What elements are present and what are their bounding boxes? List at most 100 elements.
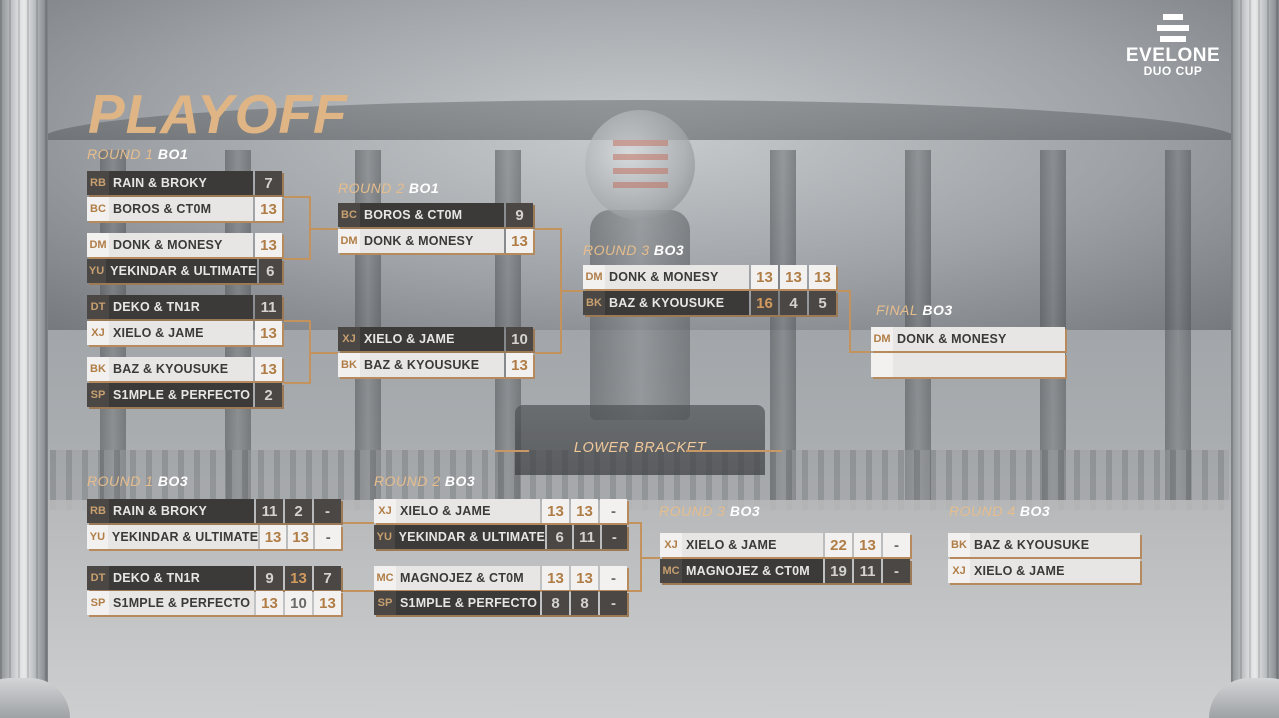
bracket-connector (849, 290, 851, 352)
score: 13 (809, 265, 836, 289)
score: 13 (256, 591, 283, 615)
team-row-empty[interactable] (871, 353, 1065, 377)
team-tag: DM (583, 265, 605, 289)
score: 2 (255, 383, 282, 407)
team-name: YEKINDAR & ULTIMATE (394, 525, 546, 549)
logo-sub: DUO CUP (1143, 64, 1203, 78)
team-name: BAZ & KYOUSUKE (109, 357, 253, 381)
right-pillar (1231, 0, 1279, 718)
team-name: RAIN & BROKY (109, 171, 253, 195)
upper-round3-label: ROUND 3 BO3 (583, 242, 685, 258)
team-row[interactable]: BK BAZ & KYOUSUKE 13 (87, 357, 282, 381)
lower-round4-label: ROUND 4 BO3 (949, 503, 1051, 519)
team-name: DONK & MONESY (360, 229, 504, 253)
bracket-connector (838, 290, 850, 292)
score: 4 (780, 291, 807, 315)
team-row[interactable]: MC MAGNOJEZ & CT0M 19 11 - (660, 559, 910, 583)
team-row[interactable]: XJ XIELO & JAME 13 (87, 321, 282, 345)
bracket-connector (640, 557, 660, 559)
score: 13 (287, 525, 314, 549)
team-row[interactable]: XJ XIELO & JAME 10 (338, 327, 533, 351)
team-row[interactable]: SP S1MPLE & PERFECTO 8 8 - (374, 591, 627, 615)
team-tag: BK (583, 291, 605, 315)
score: 19 (825, 559, 852, 583)
team-row[interactable]: SP S1MPLE & PERFECTO 13 10 13 (87, 591, 341, 615)
team-row[interactable]: XJ XIELO & JAME 22 13 - (660, 533, 910, 557)
team-name: XIELO & JAME (970, 559, 1140, 583)
team-tag: MC (660, 559, 682, 583)
score: 13 (780, 265, 807, 289)
lower-round3-label: ROUND 3 BO3 (659, 503, 761, 519)
team-row[interactable]: XJ XIELO & JAME 13 13 - (374, 499, 627, 523)
score: - (883, 559, 910, 583)
team-row[interactable]: XJ XIELO & JAME (948, 559, 1140, 583)
team-row[interactable]: BK BAZ & KYOUSUKE (948, 533, 1140, 557)
team-tag: SP (374, 591, 396, 615)
score: 13 (255, 357, 282, 381)
score: 13 (571, 499, 598, 523)
bracket-connector (535, 228, 561, 230)
team-name: BAZ & KYOUSUKE (360, 353, 504, 377)
lower-round2-label: ROUND 2 BO3 (374, 473, 476, 489)
bracket-connector (284, 258, 310, 260)
team-row[interactable]: BK BAZ & KYOUSUKE 16 4 5 (583, 291, 836, 315)
team-row[interactable]: MC MAGNOJEZ & CT0M 13 13 - (374, 566, 627, 590)
bracket-connector (535, 352, 561, 354)
score: 9 (506, 203, 533, 227)
team-tag: RB (87, 499, 109, 523)
team-name: DONK & MONESY (109, 233, 253, 257)
team-row[interactable]: BK BAZ & KYOUSUKE 13 (338, 353, 533, 377)
team-tag: BK (338, 353, 360, 377)
score: 13 (506, 353, 533, 377)
left-pillar (0, 0, 48, 718)
team-row[interactable]: RB RAIN & BROKY 11 2 - (87, 499, 341, 523)
team-row[interactable]: DT DEKO & TN1R 9 13 7 (87, 566, 341, 590)
team-name: BOROS & CT0M (109, 197, 253, 221)
team-tag: YU (374, 525, 395, 549)
score: 8 (571, 591, 598, 615)
team-row[interactable]: SP S1MPLE & PERFECTO 2 (87, 383, 282, 407)
team-name: S1MPLE & PERFECTO (109, 591, 254, 615)
score: 13 (314, 591, 341, 615)
team-name: DEKO & TN1R (109, 295, 253, 319)
team-row[interactable]: YU YEKINDAR & ULTIMATE 6 11 - (374, 525, 628, 549)
team-tag: BK (87, 357, 109, 381)
team-name: MAGNOJEZ & CT0M (682, 559, 823, 583)
score: 7 (314, 566, 341, 590)
bracket-connector (629, 590, 641, 592)
page-title: PLAYOFF (88, 83, 348, 145)
score: 13 (854, 533, 881, 557)
bracket-connector (309, 352, 338, 354)
team-tag: RB (87, 171, 109, 195)
score: 2 (285, 499, 312, 523)
team-row[interactable]: DM DONK & MONESY 13 (338, 229, 533, 253)
team-tag: XJ (87, 321, 109, 345)
team-name: S1MPLE & PERFECTO (109, 383, 253, 407)
team-row[interactable]: DM DONK & MONESY 13 13 13 (583, 265, 836, 289)
team-row[interactable]: YU YEKINDAR & ULTIMATE 6 (87, 259, 282, 283)
logo-name: EVELONE (1125, 45, 1221, 66)
team-row[interactable]: BC BOROS & CT0M 13 (87, 197, 282, 221)
team-tag: SP (87, 591, 109, 615)
team-name: DONK & MONESY (605, 265, 749, 289)
team-row[interactable]: DM DONK & MONESY (871, 327, 1065, 351)
team-row[interactable]: RB RAIN & BROKY 7 (87, 171, 282, 195)
team-name: MAGNOJEZ & CT0M (396, 566, 540, 590)
team-row[interactable]: BC BOROS & CT0M 9 (338, 203, 533, 227)
team-name: BOROS & CT0M (360, 203, 504, 227)
team-row[interactable]: YU YEKINDAR & ULTIMATE 13 13 - (87, 525, 342, 549)
team-tag: MC (374, 566, 396, 590)
bracket-connector (343, 590, 374, 592)
score: - (600, 499, 627, 523)
evelone-logo: EVELONE DUO CUP (1123, 14, 1223, 78)
team-tag: DT (87, 295, 109, 319)
score: 13 (285, 566, 312, 590)
trophy-image (590, 210, 690, 420)
team-row[interactable]: DM DONK & MONESY 13 (87, 233, 282, 257)
lower-bracket-header: LOWER BRACKET (573, 440, 707, 456)
team-row[interactable]: DT DEKO & TN1R 11 (87, 295, 282, 319)
bracket-connector (309, 228, 338, 230)
score: 11 (256, 499, 283, 523)
team-name: YEKINDAR & ULTIMATE (106, 259, 257, 283)
score: 11 (574, 525, 600, 549)
